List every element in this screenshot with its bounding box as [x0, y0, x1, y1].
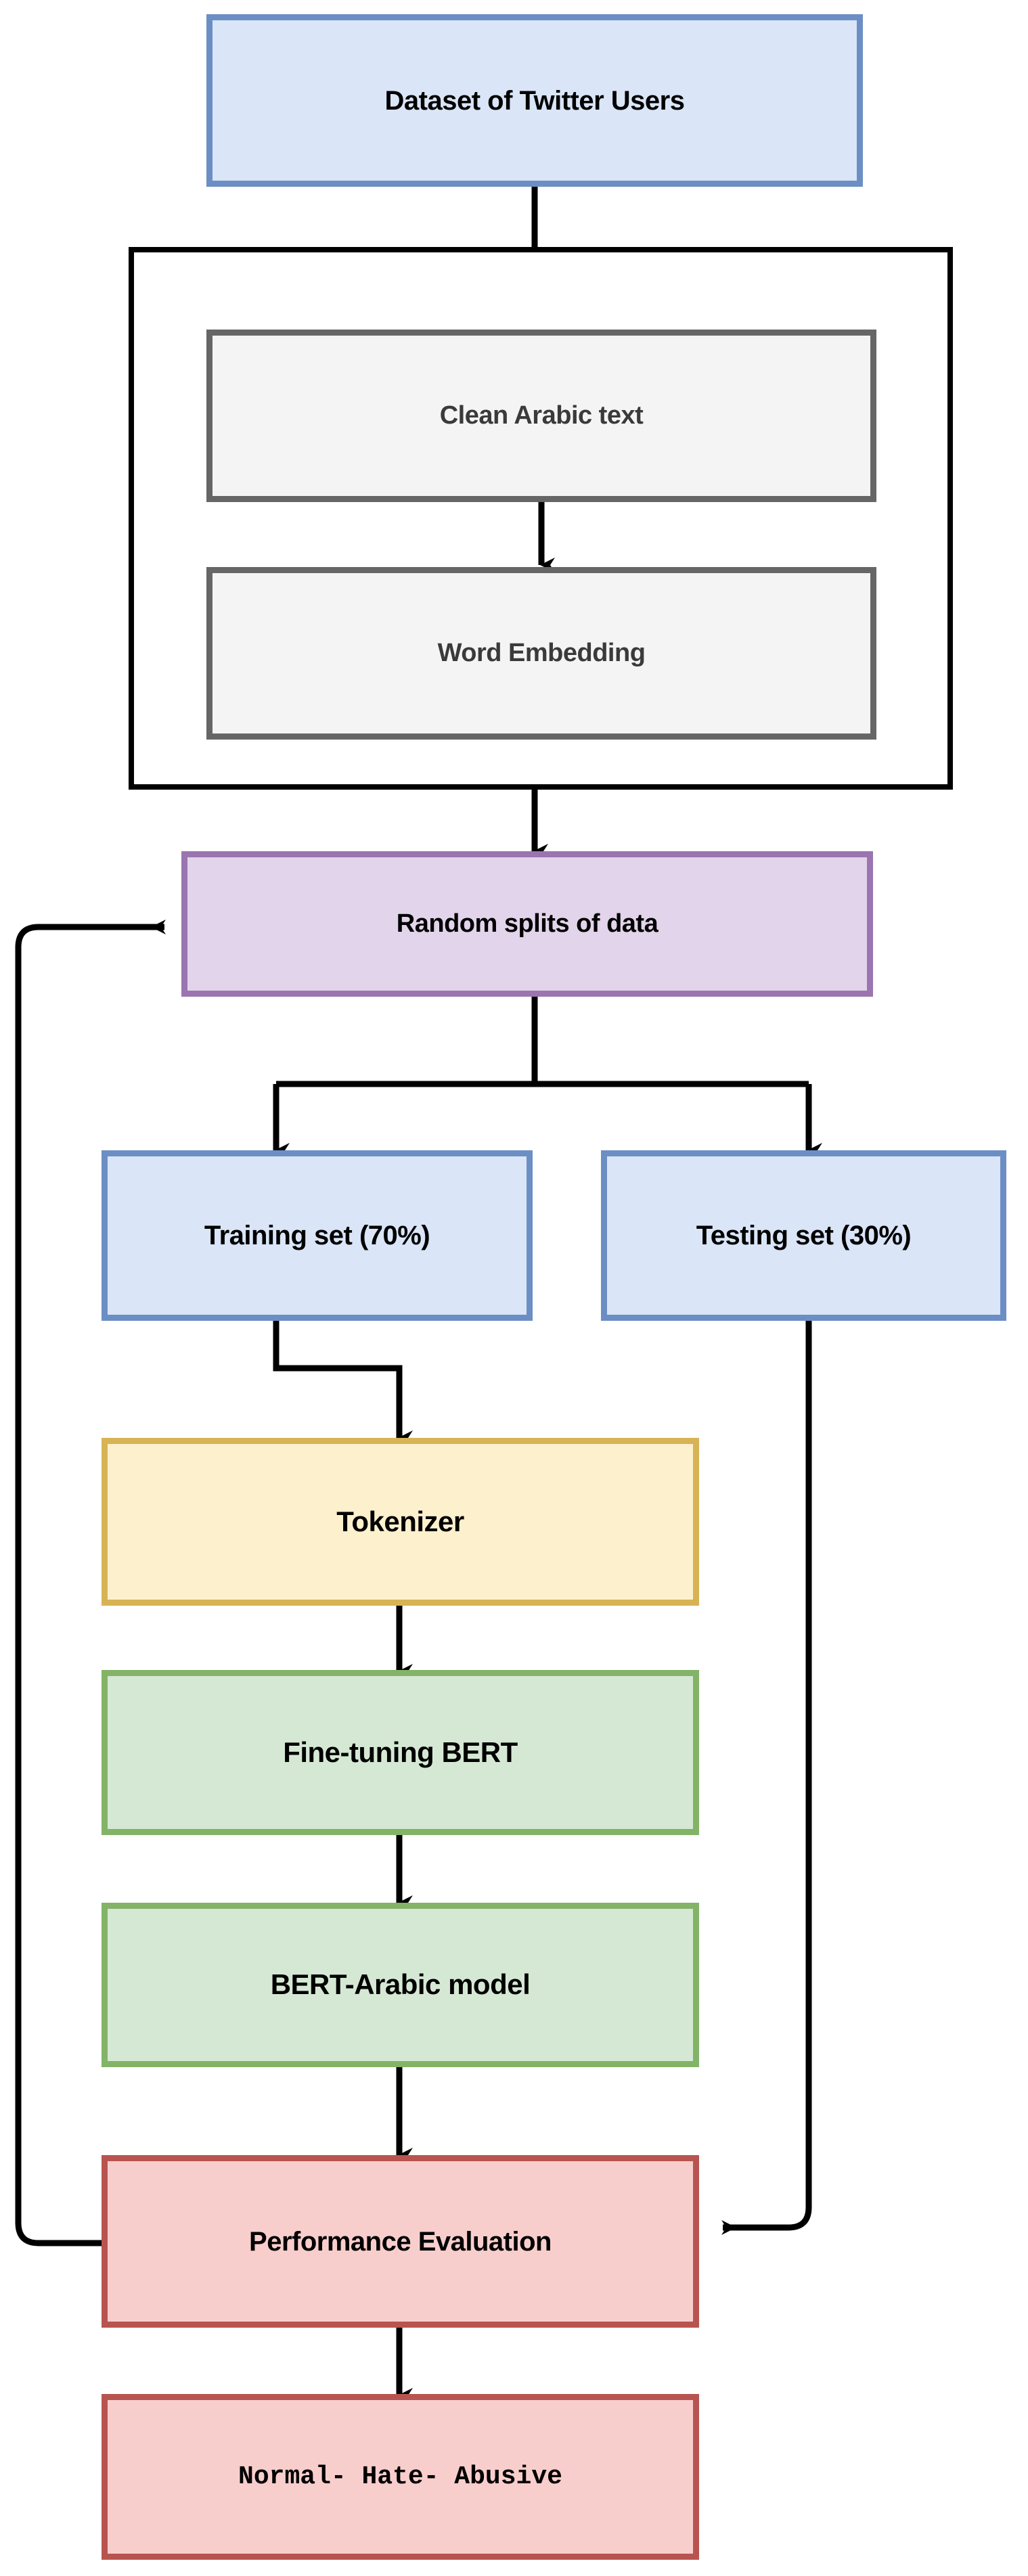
node-testing-set[interactable]: Testing set (30%)	[601, 1150, 1006, 1321]
node-dataset-of-twitter-users[interactable]: Dataset of Twitter Users	[206, 14, 863, 187]
edge-random-splits-split-bus	[273, 997, 822, 1158]
node-label: Word Embedding	[437, 638, 646, 667]
node-label: Performance Evaluation	[249, 2226, 552, 2257]
node-random-splits-of-data[interactable]: Random splits of data	[181, 851, 873, 997]
node-fine-tuning-bert[interactable]: Fine-tuning BERT	[102, 1670, 699, 1835]
node-output-classes[interactable]: Normal- Hate- Abusive	[102, 2394, 699, 2560]
node-training-set[interactable]: Training set (70%)	[102, 1150, 533, 1321]
node-label: Random splits of data	[396, 909, 658, 938]
node-label: Training set (70%)	[204, 1221, 430, 1250]
node-label: Fine-tuning BERT	[283, 1736, 518, 1768]
node-label: Dataset of Twitter Users	[384, 85, 685, 116]
node-performance-evaluation[interactable]: Performance Evaluation	[102, 2155, 699, 2328]
node-label: BERT-Arabic model	[270, 1968, 531, 2001]
node-label: Clean Arabic text	[439, 401, 644, 430]
node-tokenizer[interactable]: Tokenizer	[102, 1438, 699, 1606]
node-label: Testing set (30%)	[696, 1221, 912, 1250]
node-label: Tokenizer	[336, 1505, 464, 1537]
edge-training-set-to-tokenizer	[273, 1321, 413, 1445]
preprocessing-group-container	[129, 247, 953, 790]
node-clean-arabic-text[interactable]: Clean Arabic text	[206, 330, 876, 502]
node-bert-arabic-model[interactable]: BERT-Arabic model	[102, 1903, 699, 2067]
edge-testing-set-to-performance	[721, 1321, 812, 2235]
node-word-embedding[interactable]: Word Embedding	[206, 567, 876, 740]
node-label: Normal- Hate- Abusive	[238, 2462, 562, 2491]
